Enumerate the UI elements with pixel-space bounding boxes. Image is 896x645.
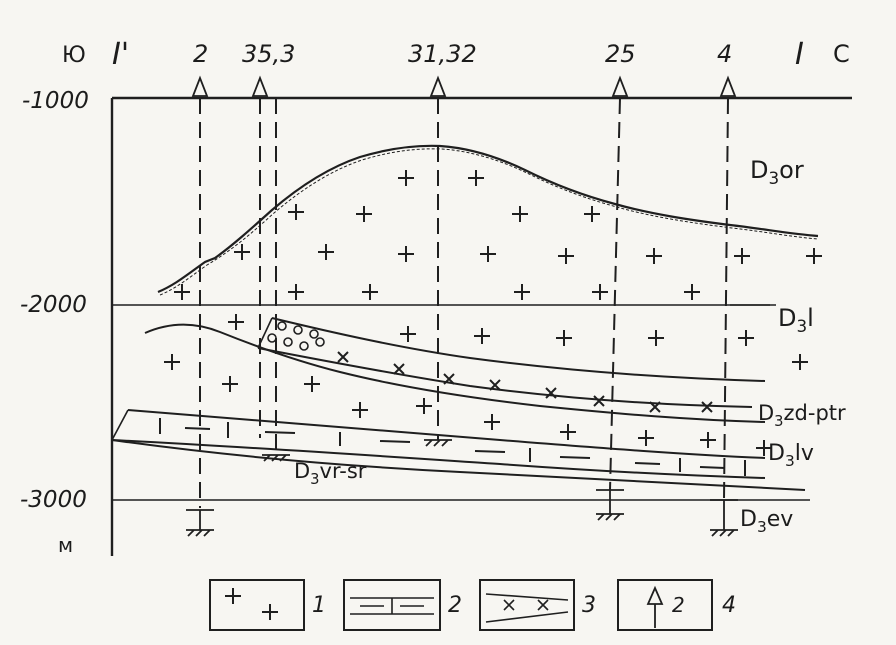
section-start-label: I' — [112, 37, 129, 72]
well-bottom-icon — [262, 454, 290, 462]
legend-cross-pattern — [225, 588, 278, 620]
well-label-4: 4 — [717, 40, 732, 68]
well-bottom-icon — [596, 489, 624, 521]
legend-item-1: 1 — [209, 579, 326, 631]
well-arrow-icon — [191, 75, 209, 97]
legend-well-sample-label: 2 — [672, 593, 685, 617]
formation-label-d3zd-ptr: D3zd-ptr — [758, 401, 846, 430]
well-arrow-icon — [251, 75, 269, 97]
well-31-32 — [424, 75, 452, 447]
dome-top-texture — [159, 148, 819, 296]
formation-label-d3lv: D3lv — [768, 441, 814, 470]
legend-number-1: 1 — [312, 593, 326, 618]
well-bottom-icon — [186, 509, 214, 537]
legend: 1 2 3 2 4 — [209, 579, 736, 631]
lv-band-dash-marks — [159, 418, 746, 476]
depth-unit-label: м — [58, 533, 73, 557]
section-end-label: I — [795, 37, 804, 72]
depth-label-2000: -2000 — [20, 292, 87, 318]
legend-layer-pattern — [350, 597, 434, 615]
well-arrow-icon — [719, 75, 737, 97]
well-35-3 — [251, 75, 290, 462]
well-label-25: 25 — [605, 40, 636, 68]
legend-well-arrow-icon — [646, 585, 664, 628]
x-markers — [337, 351, 713, 413]
formation-label-d3ev: D3ev — [740, 507, 793, 536]
well-2 — [186, 75, 214, 537]
zd-ptr-lower-boundary — [257, 347, 753, 408]
formation-label-d3vr-sr: D3vr-sr — [294, 459, 367, 488]
well-label-31-32: 31,32 — [408, 40, 477, 68]
well-bottom-icon — [424, 439, 452, 447]
formation-label-d3or: D3or — [750, 156, 804, 188]
dome-top-boundary — [157, 144, 819, 294]
well-4 — [710, 75, 738, 537]
d3l-left-boundary — [144, 323, 766, 423]
well-arrow-icon — [429, 75, 447, 97]
north-label: С — [833, 40, 850, 68]
legend-x-pattern — [485, 593, 569, 623]
conglomerate-circles — [267, 321, 325, 351]
legend-number-4: 4 — [722, 593, 736, 618]
well-label-2: 2 — [193, 40, 208, 68]
well-arrow-icon — [611, 75, 629, 97]
legend-item-4: 2 4 — [617, 579, 736, 631]
legend-item-2: 2 — [343, 579, 462, 631]
formation-label-d3l: D3l — [778, 304, 814, 336]
well-label-35-3: 35,3 — [242, 40, 295, 68]
legend-number-3: 3 — [582, 593, 596, 618]
well-25 — [596, 75, 629, 521]
depth-label-3000: -3000 — [20, 487, 87, 513]
lv-band-left-closure — [111, 409, 129, 441]
lv-band-lower-boundary — [111, 439, 766, 479]
depth-label-1000: -1000 — [22, 88, 89, 114]
south-label: Ю — [62, 43, 86, 68]
legend-number-2: 2 — [448, 593, 462, 618]
ev-boundary — [111, 439, 806, 491]
zd-ptr-upper-boundary — [271, 317, 766, 382]
cross-markers — [164, 170, 822, 456]
lv-band-upper-boundary — [127, 409, 766, 459]
legend-item-3: 3 — [479, 579, 596, 631]
well-bottom-icon — [710, 499, 738, 537]
